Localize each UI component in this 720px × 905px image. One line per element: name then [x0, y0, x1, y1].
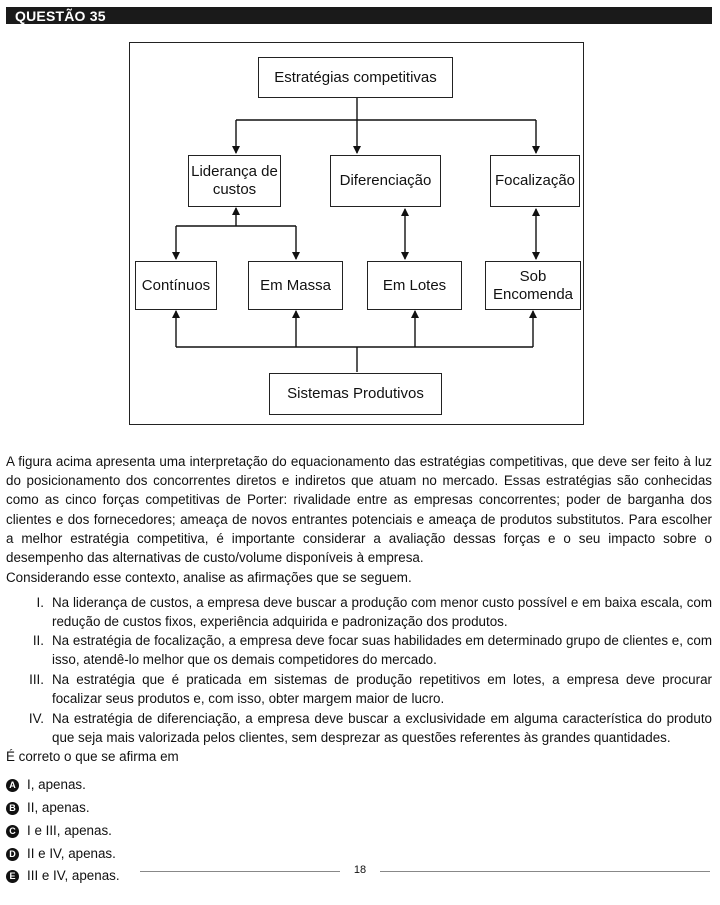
- option-e-badge: E: [6, 870, 19, 883]
- diagram-connectors: [172, 97, 540, 372]
- alternative-c[interactable]: C I e III, apenas.: [6, 821, 112, 840]
- node-focus: Focalização: [490, 155, 580, 207]
- option-text: I e III, apenas.: [27, 823, 112, 838]
- statement-text: Na estratégia de diferenciação, a empres…: [52, 711, 712, 746]
- node-continuous: Contínuos: [135, 261, 217, 310]
- option-b-badge: B: [6, 802, 19, 815]
- statement-number: IV.: [28, 711, 44, 726]
- node-mass: Em Massa: [248, 261, 343, 310]
- option-text: III e IV, apenas.: [27, 868, 120, 883]
- statement-text: Na estratégia que é praticada em sistema…: [52, 672, 712, 707]
- alternative-d[interactable]: D II e IV, apenas.: [6, 844, 116, 863]
- statement-number: II.: [32, 633, 44, 648]
- strategy-diagram: Estratégias competitivas Liderança de cu…: [129, 42, 584, 425]
- statement-number: I.: [36, 595, 44, 610]
- prompt-paragraph: Considerando esse contexto, analise as a…: [6, 570, 412, 585]
- node-cost-leadership: Liderança de custos: [188, 155, 281, 207]
- option-text: II e IV, apenas.: [27, 846, 116, 861]
- node-make-to-order: Sob Encomenda: [485, 261, 581, 310]
- statement-text: Na estratégia de focalização, a empresa …: [52, 633, 712, 668]
- intro-paragraph: A figura acima apresenta uma interpretaç…: [6, 454, 712, 566]
- alternative-a[interactable]: A I, apenas.: [6, 775, 86, 794]
- statement-number: III.: [29, 672, 44, 687]
- question-title: QUESTÃO 35: [15, 8, 106, 24]
- footer-rule-left: [140, 871, 340, 872]
- closing-prompt: É correto o que se afirma em: [6, 749, 179, 764]
- option-c-badge: C: [6, 825, 19, 838]
- statement-text: Na liderança de custos, a empresa deve b…: [52, 595, 712, 630]
- alternative-b[interactable]: B II, apenas.: [6, 798, 90, 817]
- option-d-badge: D: [6, 848, 19, 861]
- option-text: I, apenas.: [27, 777, 86, 792]
- option-a-badge: A: [6, 779, 19, 792]
- footer-rule-right: [380, 871, 710, 872]
- node-competitive-strategies: Estratégias competitivas: [258, 57, 453, 98]
- node-production-systems: Sistemas Produtivos: [269, 373, 442, 415]
- question-header: QUESTÃO 35: [6, 7, 712, 24]
- alternative-e[interactable]: E III e IV, apenas.: [6, 866, 120, 885]
- node-differentiation: Diferenciação: [330, 155, 441, 207]
- page-number: 18: [353, 864, 367, 876]
- option-text: II, apenas.: [27, 800, 90, 815]
- node-batch: Em Lotes: [367, 261, 462, 310]
